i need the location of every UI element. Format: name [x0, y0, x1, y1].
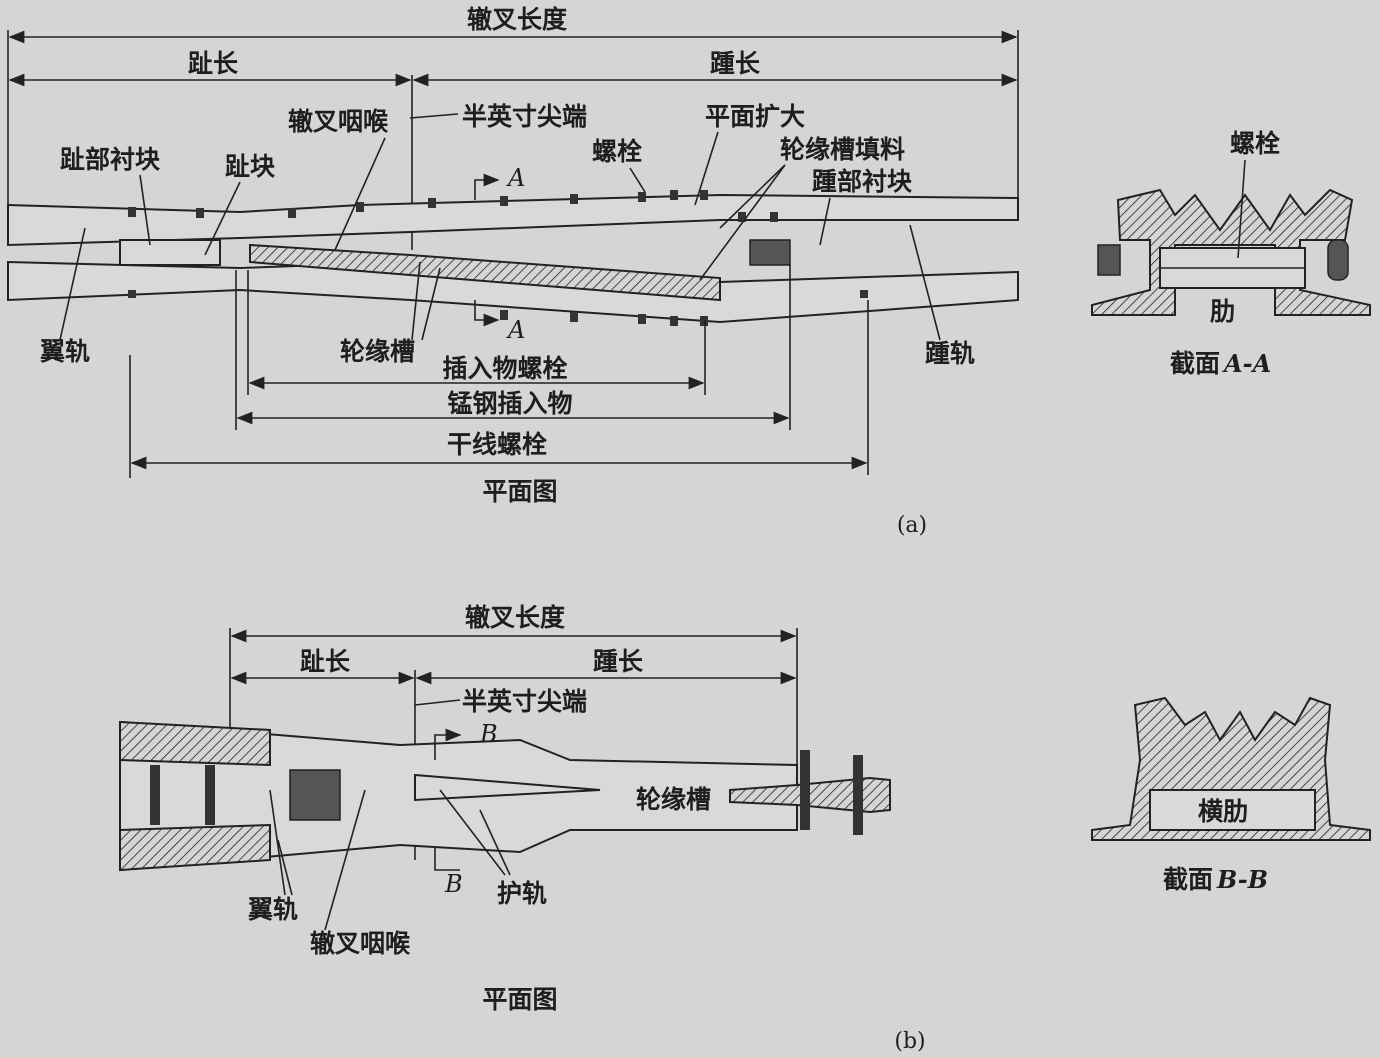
wing-rail-label-b: 翼轨	[247, 895, 298, 924]
heel-block-label: 踵部衬块	[812, 167, 912, 196]
figure-a-plan: 辙叉长度 趾长 踵长 趾部衬块 趾块 辙叉咽喉 半英寸尖端	[7, 5, 1019, 538]
section-bolt-label: 螺栓	[1230, 129, 1280, 158]
half-inch-point-label: 半英寸尖端	[462, 102, 587, 131]
bolt-label: 螺栓	[592, 137, 642, 166]
section-mark-b-bottom: B	[444, 870, 463, 898]
frog-length-label-b: 辙叉长度	[465, 603, 565, 632]
rib-label: 肋	[1210, 297, 1235, 326]
section-mark-a-top: A	[506, 164, 525, 192]
toe-block-filler	[119, 239, 221, 266]
figure-b-plan: 辙叉长度 趾长 踵长 半英寸尖端 B B 轮缘槽 护轨 翼轨 辙叉咽喉 平面图 …	[119, 603, 926, 1054]
section-mark-a-bottom: A	[506, 316, 525, 344]
main-bolt-label: 干线螺栓	[447, 430, 547, 459]
flangeway-label: 轮缘槽	[340, 337, 415, 366]
frog-length-label: 辙叉长度	[467, 5, 567, 34]
toe-length-label-b: 趾长	[300, 647, 351, 676]
plane-enlarged-label: 平面扩大	[705, 102, 805, 131]
flangeway-label-b: 轮缘槽	[636, 785, 711, 814]
toe-block-filler-label: 趾部衬块	[60, 145, 160, 174]
heel-length-label-b: 踵长	[593, 647, 644, 676]
upper-rail	[7, 193, 1019, 247]
manganese-insert	[249, 243, 721, 302]
frog-throat-label: 辙叉咽喉	[288, 107, 389, 136]
caption-a: (a)	[897, 513, 927, 538]
flangeway-filler-label: 轮缘槽填料	[780, 135, 905, 164]
cross-rib-label: 横肋	[1198, 797, 1248, 826]
half-inch-point-label-b: 半英寸尖端	[462, 687, 587, 716]
heel-length-label: 踵长	[710, 49, 761, 78]
frog-throat-label-b: 辙叉咽喉	[310, 929, 411, 958]
plan-view-label-b: 平面图	[482, 985, 557, 1014]
bolts	[128, 190, 868, 326]
guard-rail-label: 护轨	[497, 879, 547, 908]
bolts-b	[150, 750, 863, 835]
toe-block-label: 趾块	[225, 152, 275, 181]
wing-rail-label: 翼轨	[39, 337, 90, 366]
heel-rail-label: 踵轨	[925, 339, 975, 368]
insert-bolt-label: 插入物螺栓	[442, 354, 567, 383]
heel-block	[749, 239, 791, 266]
section-mark-b-top: B	[479, 720, 498, 748]
caption-b: (b)	[894, 1029, 925, 1054]
plan-view-label-a: 平面图	[482, 477, 557, 506]
manganese-insert-label: 锰钢插入物	[447, 389, 572, 418]
toe-length-label: 趾长	[188, 49, 239, 78]
